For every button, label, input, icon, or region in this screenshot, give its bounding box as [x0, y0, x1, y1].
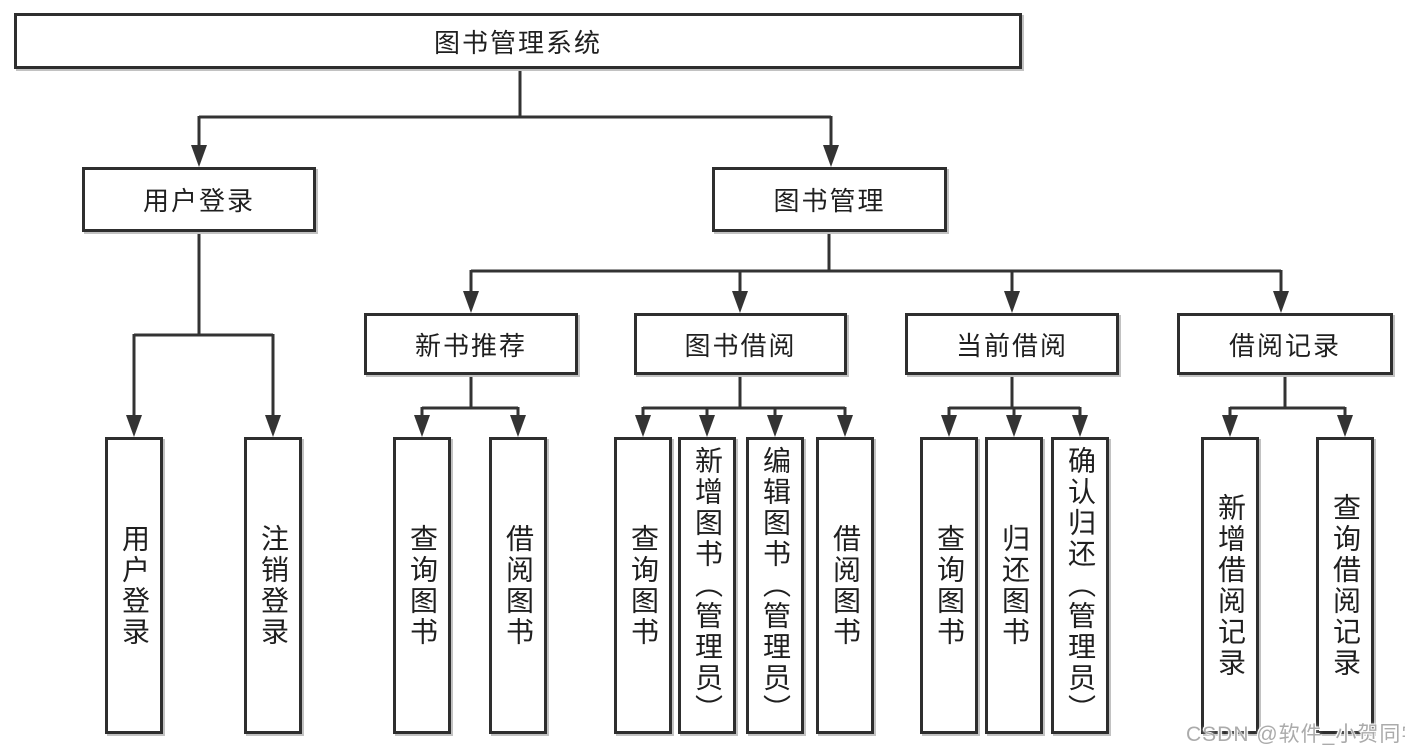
node-label: 用户登录 — [142, 186, 255, 216]
leaf-query-books-1: 查询图书 — [393, 437, 451, 734]
node-label: 确认归还（管理员） — [1065, 446, 1096, 725]
node-book-borrowing: 图书借阅 — [634, 313, 847, 375]
csdn-watermark: CSDN @软件_小贺同学 — [1186, 723, 1405, 746]
leaf-user-login: 用户登录 — [105, 437, 163, 734]
node-label: 新书推荐 — [414, 330, 527, 361]
node-library-management-system: 图书管理系统 — [14, 13, 1022, 69]
node-label: 查询借阅记录 — [1330, 492, 1361, 679]
leaf-borrow-books-1: 借阅图书 — [489, 437, 547, 734]
node-label: 查询图书 — [934, 523, 965, 648]
node-label: 图书借阅 — [684, 330, 797, 361]
leaf-query-books-3: 查询图书 — [920, 437, 978, 734]
node-label: 用户登录 — [119, 523, 150, 648]
node-label: 新增图书（管理员） — [692, 446, 723, 725]
leaf-add-book-admin: 新增图书（管理员） — [678, 437, 736, 734]
leaf-query-borrow-record: 查询借阅记录 — [1316, 437, 1374, 734]
node-label: 查询图书 — [628, 523, 659, 648]
leaf-add-borrow-record: 新增借阅记录 — [1201, 437, 1259, 734]
node-new-book-recommend: 新书推荐 — [364, 313, 578, 375]
leaf-confirm-return-admin: 确认归还（管理员） — [1051, 437, 1109, 734]
leaf-return-book: 归还图书 — [985, 437, 1043, 734]
node-user-login: 用户登录 — [82, 167, 316, 232]
node-label: 当前借阅 — [955, 330, 1068, 361]
node-label: 归还图书 — [999, 523, 1030, 648]
node-label: 借阅记录 — [1228, 330, 1341, 361]
arrowheads — [126, 145, 1353, 437]
node-label: 新增借阅记录 — [1215, 492, 1246, 679]
leaf-logout: 注销登录 — [244, 437, 302, 734]
leaf-query-books-2: 查询图书 — [614, 437, 672, 734]
node-label: 注销登录 — [258, 523, 289, 648]
node-label: 编辑图书（管理员） — [760, 446, 791, 725]
leaf-edit-book-admin: 编辑图书（管理员） — [746, 437, 804, 734]
node-current-borrowing: 当前借阅 — [905, 313, 1119, 375]
node-label: 查询图书 — [407, 523, 438, 648]
leaf-borrow-books-2: 借阅图书 — [816, 437, 874, 734]
node-label: 借阅图书 — [503, 523, 534, 648]
node-label: 图书管理 — [773, 186, 886, 216]
node-book-management: 图书管理 — [712, 167, 947, 232]
node-label: 图书管理系统 — [433, 27, 602, 58]
node-label: 借阅图书 — [830, 523, 861, 648]
node-borrowing-records: 借阅记录 — [1177, 313, 1393, 375]
